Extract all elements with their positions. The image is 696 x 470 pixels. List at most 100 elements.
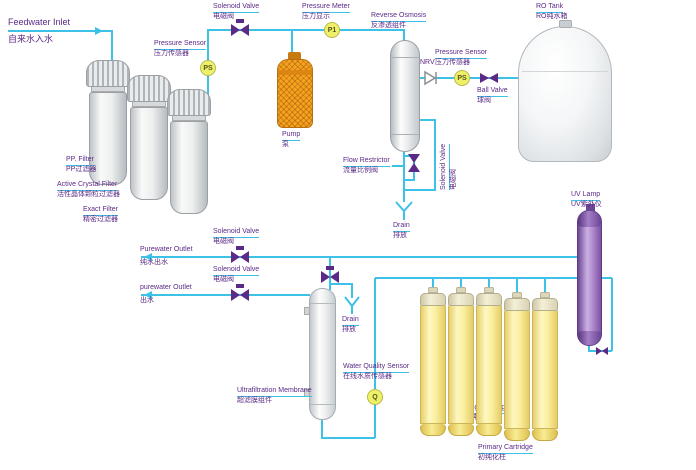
uv-lamp-fitting: [586, 204, 595, 211]
pressure-sensor-1-badge: PS: [200, 60, 216, 76]
label-solenoid-valve-2-zh: 电磁阀: [450, 169, 458, 190]
label-pressure-meter-zh: 压力显示: [302, 13, 330, 21]
label-nrv: NRV: [420, 59, 435, 67]
cartridge-body: [448, 306, 474, 424]
label-ball-valve-en: Ball Valve: [477, 87, 508, 98]
label-active-crystal-filter-en: Active Crystal Filter: [57, 181, 118, 192]
drain-funnel-2: [344, 296, 360, 314]
label-pressure-meter-en: Pressure Meter: [302, 3, 350, 14]
primary-cartridge-1: [504, 292, 530, 441]
primary-cartridge-2: [532, 292, 558, 441]
label-exact-filter: Exact Filter 精密过滤器: [83, 206, 119, 225]
label-active-crystal-filter-zh: 活性晶体颗粒过滤器: [57, 191, 120, 199]
label-flow-restrictor: Flow Restrictor 流量比例阀: [343, 157, 390, 176]
ball-valve-icon: [480, 73, 498, 83]
label-solenoid-valve-2-en: Solenoid Valve: [440, 143, 451, 190]
cartridge-body: [504, 311, 530, 429]
pressure-sensor-2-badge: PS: [454, 70, 470, 86]
label-reverse-osmosis-en: Reverse Osmosis: [371, 12, 427, 23]
cartridge-body: [420, 306, 446, 424]
uf-inlet-valve-icon: [321, 266, 339, 283]
label-pressure-sensor-1-zh: 压力传感器: [154, 50, 189, 58]
solenoid-valve-3-icon: [231, 246, 249, 263]
label-solenoid-valve-1-en: Solenoid Valve: [213, 3, 260, 14]
uf-port-top: [304, 307, 310, 315]
label-solenoid-valve-4-zh: 电磁阀: [213, 276, 234, 284]
label-nrv-en: NRV: [420, 59, 435, 66]
label-flow-restrictor-zh: 流量比例阀: [343, 167, 378, 175]
label-pressure-sensor-2: Pressure Sensor 压力传感器: [435, 49, 488, 68]
reverse-osmosis-module: [390, 40, 420, 152]
label-reverse-osmosis-zh: 反渗透组件: [371, 22, 406, 30]
cartridge-body: [532, 311, 558, 429]
label-purewater-outlet-2: purewater Outlet 出水: [140, 284, 192, 306]
pump-fitting: [288, 52, 301, 61]
label-drain-2-en: Drain: [342, 316, 359, 327]
cartridge-nub: [456, 287, 466, 293]
cartridge-body: [476, 306, 502, 424]
pipe-uf-drain-branch: [330, 283, 353, 298]
label-ball-valve: Ball Valve 球阀: [477, 87, 508, 106]
solenoid-valve-1-icon: [231, 19, 249, 36]
pipe-uf-outlet: [321, 418, 375, 439]
label-solenoid-valve-3: Solenoid Valve 电磁阀: [213, 228, 260, 247]
label-drain-2: Drain 排放: [342, 316, 359, 335]
label-solenoid-valve-2: Solenoid Valve 电磁阀: [440, 114, 459, 190]
label-purewater-outlet-1-zh: 纯水出水: [140, 259, 168, 267]
label-pump: Pump 泵: [282, 131, 301, 150]
ro-tank-seam: [522, 71, 608, 72]
label-primary-cartridge: Primary Cartridge 初纯化柱: [478, 444, 533, 463]
active-crystal-filter-cap: [127, 75, 171, 102]
ro-seam-bottom: [391, 134, 419, 135]
label-feedwater-inlet-en: Feedwater Inlet: [8, 17, 71, 27]
label-feedwater-inlet-zh: 自来水入水: [8, 33, 54, 44]
label-ro-tank: RO Tank RO纯水箱: [536, 3, 568, 22]
label-primary-cartridge-zh: 初纯化柱: [478, 454, 506, 462]
uf-seam-bottom: [310, 404, 335, 405]
flow-restrictor-valve-icon: [408, 154, 420, 172]
label-solenoid-valve-4: Solenoid Valve 电磁阀: [213, 266, 260, 285]
water-quality-sensor-badge: Q: [367, 389, 383, 405]
label-active-crystal-filter: Active Crystal Filter 活性晶体颗粒过滤器: [57, 181, 120, 200]
active-crystal-filter-body: [130, 107, 168, 200]
label-ball-valve-zh: 球阀: [477, 97, 491, 105]
pp-filter-body: [89, 92, 127, 185]
polishing-cartridge-2: [448, 287, 474, 436]
polishing-cartridge-1: [420, 287, 446, 436]
label-water-quality-sensor: Water Quality Sensor 在线水质传感器: [343, 363, 410, 382]
label-pp-filter-zh: PP过滤器: [66, 166, 97, 174]
drain-funnel-1: [395, 201, 413, 220]
polishing-cartridge-3: [476, 287, 502, 436]
exact-filter-neck: [172, 116, 206, 121]
label-solenoid-valve-4-en: Solenoid Valve: [213, 266, 260, 277]
active-crystal-filter: [127, 75, 171, 200]
label-exact-filter-en: Exact Filter: [83, 206, 119, 217]
label-pressure-sensor-1: Pressure Sensor 压力传感器: [154, 40, 207, 59]
label-purewater-outlet-1-en: Purewater Outlet: [140, 246, 193, 253]
label-purewater-outlet-1: Purewater Outlet 纯水出水: [140, 246, 193, 268]
uv-lamp-cap-bottom: [578, 331, 601, 345]
exact-filter-body: [170, 121, 208, 214]
cartridge-nub: [428, 287, 438, 293]
label-pressure-meter: Pressure Meter 压力显示: [302, 3, 350, 22]
ro-tank-fitting: [559, 20, 572, 28]
solenoid-valve-4-icon: [231, 284, 249, 301]
label-ultrafiltration-membrane-zh: 超滤膜组件: [237, 397, 272, 405]
pressure-meter-badge: P1: [324, 22, 340, 38]
flow-arrow-outlet-2: [144, 291, 152, 299]
label-purewater-outlet-2-en: purewater Outlet: [140, 284, 192, 291]
uv-outlet-valve-icon: [596, 347, 608, 355]
label-pump-zh: 泵: [282, 141, 289, 149]
label-pressure-sensor-1-en: Pressure Sensor: [154, 40, 207, 51]
label-drain-2-zh: 排放: [342, 326, 356, 334]
cartridge-bottom: [532, 429, 558, 441]
label-solenoid-valve-3-zh: 电磁阀: [213, 238, 234, 246]
label-flow-restrictor-en: Flow Restrictor: [343, 157, 390, 168]
label-water-quality-sensor-en: Water Quality Sensor: [343, 363, 410, 374]
pp-filter-cap: [86, 60, 130, 87]
label-pp-filter: PP. Filter PP过滤器: [66, 156, 96, 175]
nrv-check-valve-icon: [424, 70, 437, 86]
cartridge-nub: [540, 292, 550, 298]
cartridge-bottom: [476, 424, 502, 436]
